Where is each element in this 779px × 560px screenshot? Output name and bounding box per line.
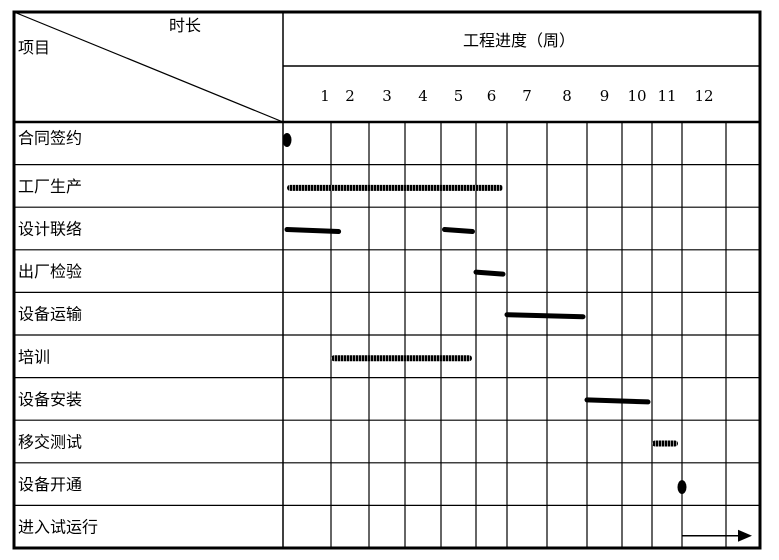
week-label: 4	[418, 87, 428, 105]
week-label: 8	[562, 87, 572, 105]
week-label: 1	[320, 87, 330, 105]
week-label: 2	[345, 87, 355, 105]
arrow-head	[738, 529, 752, 542]
task-bar-hatched	[652, 440, 678, 447]
task-bar	[442, 227, 475, 234]
task-label: 进入试运行	[18, 518, 98, 537]
week-label: 7	[522, 87, 532, 105]
task-label: 移交测试	[18, 433, 82, 452]
outer-border	[12, 10, 762, 550]
task-label: 培训	[18, 347, 50, 366]
task-bar	[473, 269, 506, 277]
corner-top-label: 时长	[169, 16, 201, 35]
milestone-mark	[282, 133, 292, 147]
task-label: 设备运输	[18, 305, 82, 324]
corner-diagonal	[13, 11, 284, 123]
task-bar-hatched	[331, 355, 472, 362]
task-label: 出厂检验	[18, 262, 82, 281]
table-frame	[12, 10, 762, 550]
task-label: 工厂生产	[18, 177, 82, 196]
week-label: 11	[657, 87, 676, 105]
task-bar	[504, 312, 586, 320]
task-bar	[284, 227, 342, 234]
week-label: 12	[694, 87, 713, 105]
schedule-marks	[282, 133, 752, 542]
week-label: 5	[454, 87, 464, 105]
task-label: 设备安装	[18, 390, 82, 409]
task-bar	[584, 397, 651, 405]
week-label: 9	[600, 87, 610, 105]
week-label: 6	[487, 87, 497, 105]
week-label: 3	[382, 87, 392, 105]
x-axis-title: 工程进度（周）	[463, 31, 575, 50]
corner-left-label: 项目	[18, 38, 50, 57]
task-label: 设计联络	[18, 220, 82, 239]
task-label: 合同签约	[18, 128, 82, 147]
week-label: 10	[627, 87, 646, 105]
task-label: 设备开通	[18, 475, 82, 494]
milestone-mark	[677, 480, 687, 495]
task-bar-hatched	[287, 184, 503, 191]
